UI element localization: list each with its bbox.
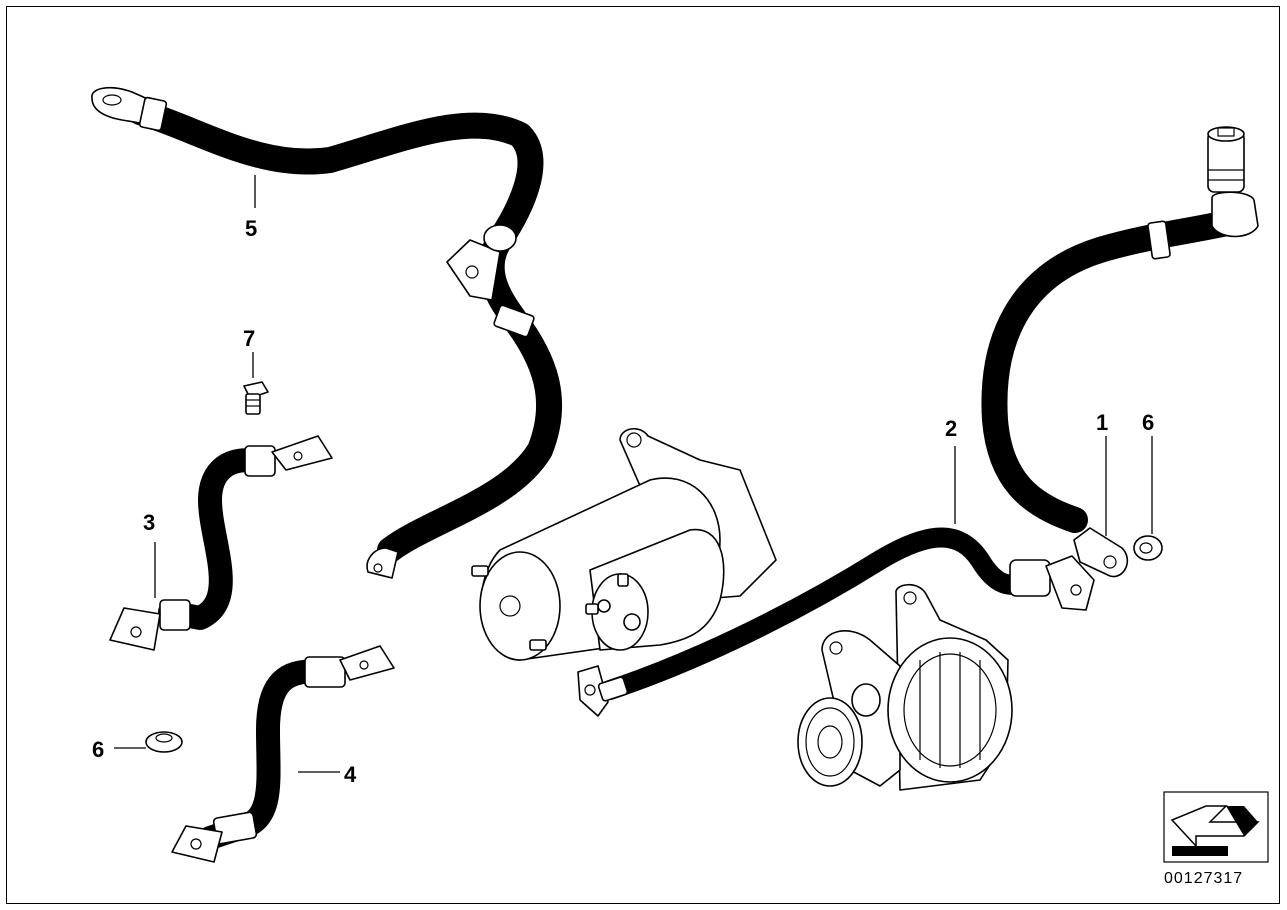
- starter-motor[interactable]: [471, 428, 777, 661]
- cable-2[interactable]: [577, 527, 1095, 717]
- callout-7: 7: [243, 326, 255, 351]
- callout-6-right: 6: [1142, 410, 1154, 435]
- document-id: 00127317: [1164, 870, 1243, 887]
- callout-3: 3: [143, 510, 155, 535]
- callout-4: 4: [344, 762, 357, 787]
- bolt-7[interactable]: [243, 381, 269, 415]
- grommet-6-right[interactable]: [1133, 535, 1163, 561]
- cable-5[interactable]: [91, 86, 563, 579]
- cable-3[interactable]: [109, 435, 333, 651]
- cable-1[interactable]: [981, 126, 1259, 578]
- arrow-direction-icon: [1163, 791, 1269, 863]
- callout-5: 5: [245, 216, 257, 241]
- grommet-6-left[interactable]: [145, 731, 183, 753]
- cable-4[interactable]: [171, 645, 395, 863]
- callout-1: 1: [1096, 410, 1108, 435]
- callout-6-left: 6: [92, 737, 104, 762]
- alternator[interactable]: [797, 583, 1013, 791]
- callout-2: 2: [945, 416, 957, 441]
